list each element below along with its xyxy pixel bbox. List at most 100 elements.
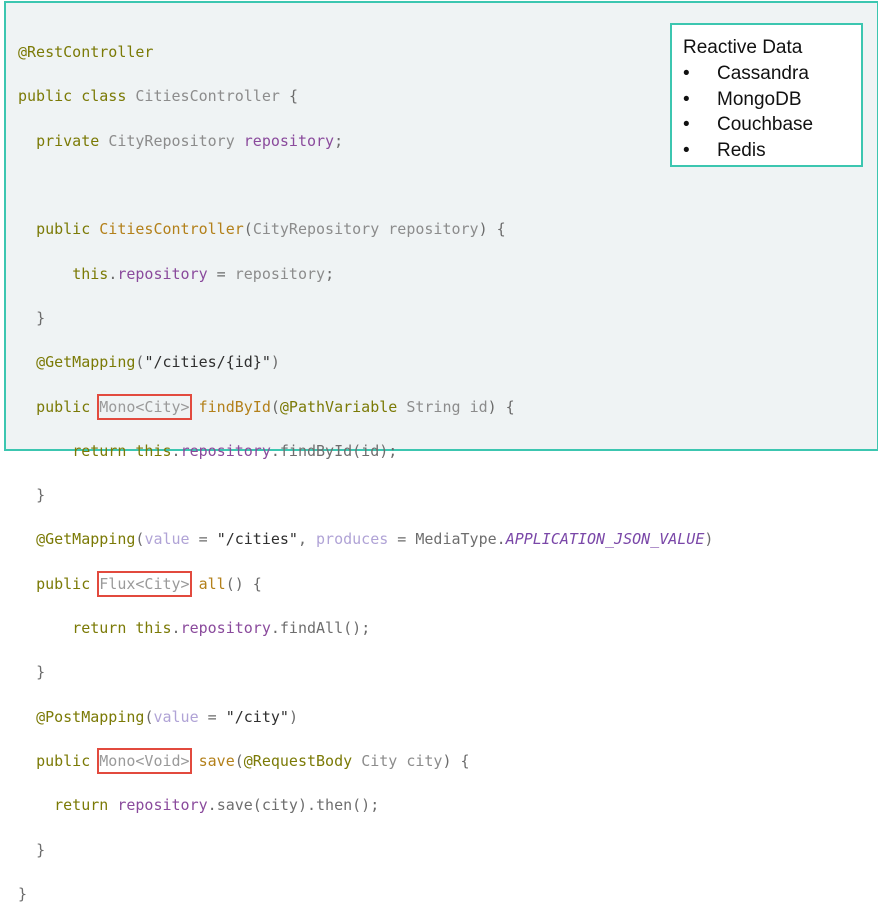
paren-brace: () {	[225, 574, 262, 593]
code-line-13: return this.repository.findAll();	[18, 617, 713, 639]
list-item-label: Cassandra	[717, 63, 809, 84]
keyword-this: this	[72, 264, 109, 283]
param-type: City	[361, 751, 398, 770]
return-type-callout: Flux<City>	[97, 570, 192, 597]
code-line-15: @PostMapping(value = "/city")	[18, 706, 713, 728]
equals: =	[207, 264, 235, 283]
brace: }	[36, 663, 46, 682]
comma: ,	[297, 530, 317, 549]
field-name: repository	[180, 619, 271, 638]
semicolon: ;	[325, 264, 335, 283]
dot: .	[171, 619, 181, 638]
equals: =	[198, 707, 226, 726]
string-literal: "/cities/{id}"	[144, 353, 271, 372]
paren-brace: ) {	[478, 220, 506, 239]
code-line-8: public Mono<City> findById(@PathVariable…	[18, 393, 713, 420]
code-line-blank	[18, 174, 713, 196]
string-literal: "/city"	[225, 707, 289, 726]
brace: {	[288, 87, 298, 106]
keyword-class: class	[81, 87, 127, 106]
keyword-public: public	[36, 220, 91, 239]
field-name: repository	[243, 131, 335, 150]
paren: )	[704, 530, 714, 549]
paren: )	[270, 353, 280, 372]
paren: )	[288, 707, 298, 726]
keyword-return: return	[72, 619, 127, 638]
dot: .	[270, 441, 280, 460]
code-block: @RestController public class CitiesContr…	[18, 19, 713, 910]
constant: APPLICATION_JSON_VALUE	[505, 530, 705, 549]
param-annotation: @PathVariable	[279, 397, 398, 416]
bullet-icon: •	[683, 139, 690, 161]
string-literal: "/cities"	[216, 530, 298, 549]
param-type: String	[406, 397, 461, 416]
code-line-16: public Mono<Void> save(@RequestBody City…	[18, 747, 713, 775]
code-line-17: return repository.save(city).then();	[18, 794, 713, 816]
reactive-data-box: Reactive Data •Cassandra •MongoDB •Couch…	[670, 23, 863, 167]
semicolon: ;	[361, 619, 371, 638]
code-line-10: }	[18, 484, 713, 506]
code-line-7: @GetMapping("/cities/{id}")	[18, 351, 713, 373]
dot: .	[496, 530, 506, 549]
paren: (	[270, 397, 280, 416]
annotation-rest-controller: @RestController	[18, 43, 154, 62]
method-call: findAll()	[279, 619, 362, 638]
param-name: city	[406, 751, 443, 770]
param-type: CityRepository	[252, 220, 380, 239]
paren-brace: ) {	[442, 751, 470, 770]
list-item: • Redis	[683, 138, 813, 164]
code-line-3: private CityRepository repository;	[18, 130, 713, 152]
keyword-private: private	[36, 131, 100, 150]
equals: =	[189, 530, 217, 549]
field-name: repository	[117, 796, 208, 815]
code-line-5: this.repository = repository;	[18, 263, 713, 285]
paren: (	[144, 707, 154, 726]
code-line-6: }	[18, 307, 713, 329]
method-name: save	[198, 751, 235, 770]
class-name: CitiesController	[135, 87, 280, 106]
equals: =	[388, 530, 416, 549]
code-line-11: @GetMapping(value = "/cities", produces …	[18, 528, 713, 550]
param-name: id	[469, 397, 488, 416]
param-annotation: @RequestBody	[243, 751, 353, 770]
code-line-14: }	[18, 661, 713, 683]
list-item: •Couchbase	[683, 112, 813, 138]
code-line-19: }	[18, 883, 713, 905]
list-item: •MongoDB	[683, 87, 813, 113]
return-type-callout: Mono<Void>	[97, 747, 192, 775]
bullet-icon: •	[683, 63, 690, 84]
code-line-4: public CitiesController(CityRepository r…	[18, 218, 713, 240]
method-name: findById	[198, 397, 271, 416]
list-item: • Cassandra	[683, 61, 813, 87]
attribute-value: value	[144, 530, 190, 549]
attribute-value: value	[153, 707, 199, 726]
annotation-post-mapping: @PostMapping	[36, 707, 145, 726]
field-type: CityRepository	[108, 131, 235, 150]
list-item-label: MongoDB	[717, 88, 802, 110]
class-ref: MediaType	[415, 530, 497, 549]
constructor-name: CitiesController	[99, 220, 244, 239]
brace: }	[36, 840, 46, 859]
keyword-public: public	[36, 751, 91, 770]
dot: .	[207, 796, 217, 815]
keyword-return: return	[72, 441, 127, 460]
paren-brace: ) {	[487, 397, 515, 416]
keyword-public: public	[36, 574, 91, 593]
list-item-label: Couchbase	[717, 114, 814, 135]
method-call: findById(id)	[279, 441, 389, 460]
list-item-label: Redis	[717, 139, 766, 161]
param-ref: repository	[234, 264, 326, 283]
semicolon: ;	[334, 131, 344, 150]
paren: (	[135, 530, 145, 549]
code-line-2: public class CitiesController {	[18, 85, 713, 107]
keyword-public: public	[36, 397, 91, 416]
keyword-return: return	[54, 796, 109, 815]
legend-list: • Cassandra •MongoDB •Couchbase • Redis	[683, 61, 813, 163]
dot: .	[171, 441, 181, 460]
dot: .	[270, 619, 280, 638]
method-call: save(city).then()	[216, 796, 371, 815]
dot: .	[108, 264, 118, 283]
field-name: repository	[180, 441, 271, 460]
brace: }	[36, 486, 46, 505]
code-line-12: public Flux<City> all() {	[18, 570, 713, 597]
